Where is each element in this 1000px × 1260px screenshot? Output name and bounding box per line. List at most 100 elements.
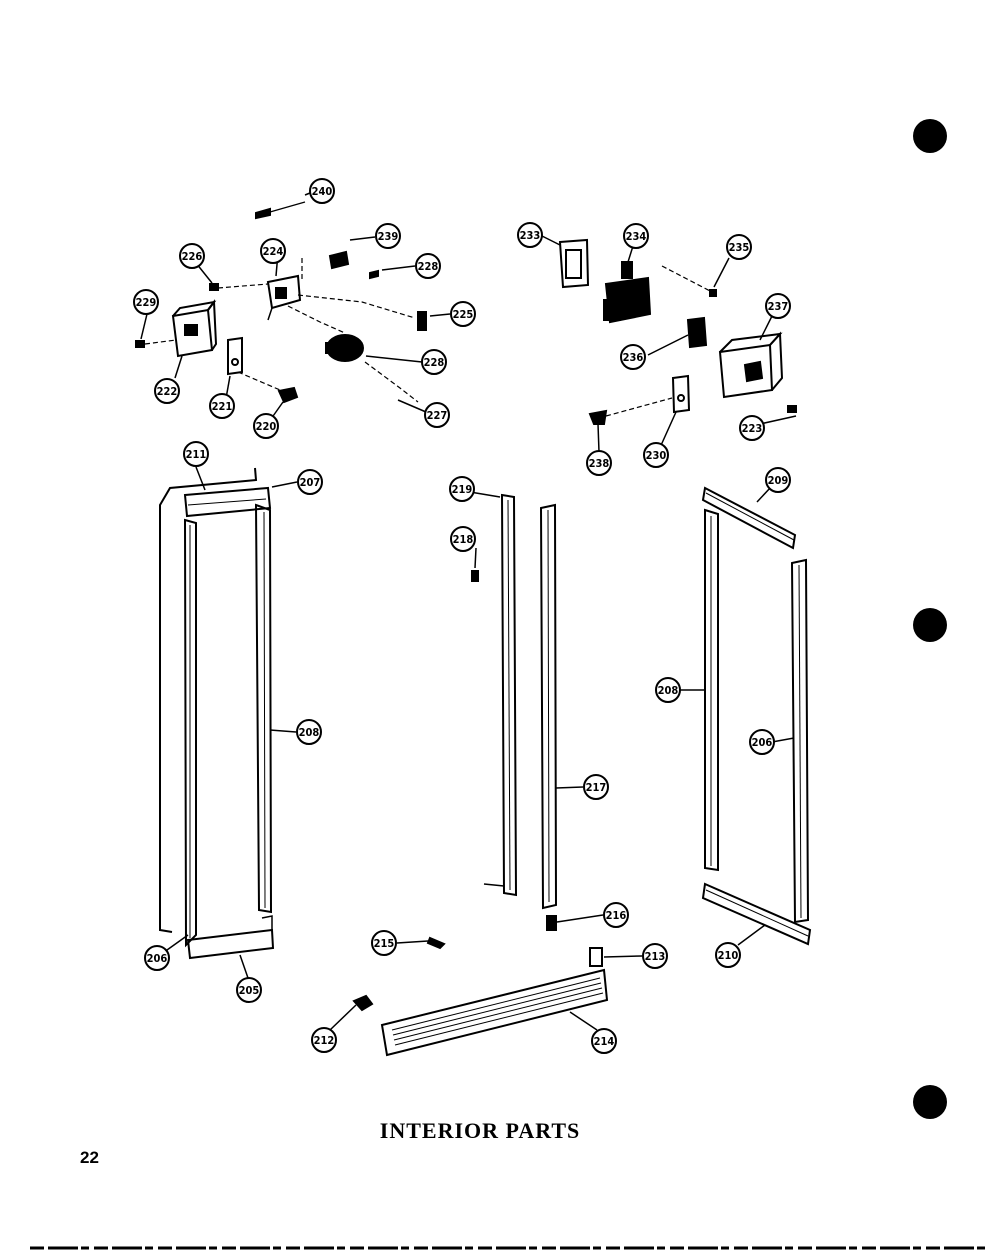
svg-text:210: 210 (718, 949, 739, 962)
part-218-screw (471, 570, 479, 582)
part-235-screw (709, 289, 717, 297)
svg-text:209: 209 (768, 474, 789, 487)
callout-209: 209 (765, 467, 791, 493)
binder-hole-bottom (913, 1085, 947, 1119)
svg-text:214: 214 (594, 1035, 615, 1048)
page-title: INTERIOR PARTS (379, 1118, 581, 1143)
svg-text:211: 211 (186, 448, 207, 461)
svg-text:206: 206 (147, 952, 168, 965)
callout-218: 218 (450, 526, 476, 552)
callout-229: 229 (133, 289, 159, 315)
callout-212: 212 (311, 1027, 337, 1053)
svg-text:224: 224 (263, 245, 284, 258)
part-219-strip (500, 493, 518, 897)
callout-214: 214 (591, 1028, 617, 1054)
part-229-screw (135, 340, 145, 348)
callout-228-top: 228 (415, 253, 441, 279)
svg-text:212: 212 (314, 1034, 335, 1047)
callout-228-bottom: 228 (421, 349, 447, 375)
svg-text:230: 230 (646, 449, 667, 462)
callout-216: 216 (603, 902, 629, 928)
callout-217: 217 (583, 774, 609, 800)
svg-text:223: 223 (742, 422, 763, 435)
part-207-top-rail (183, 486, 272, 518)
right-control-assembly (558, 238, 797, 425)
svg-text:217: 217 (586, 781, 607, 794)
callout-221: 221 (209, 393, 235, 419)
callout-227: 227 (424, 402, 450, 428)
part-221-plate (227, 336, 243, 376)
part-206-right-post (790, 558, 810, 924)
svg-text:228: 228 (424, 356, 445, 369)
part-227-thermostat (325, 334, 364, 362)
part-239-spring (328, 250, 350, 270)
part-209-top-rail (701, 486, 797, 550)
svg-text:240: 240 (312, 185, 333, 198)
svg-text:239: 239 (378, 230, 399, 243)
part-236-bracket (686, 316, 708, 349)
part-212-clip (352, 994, 374, 1012)
left-frame-assembly (159, 467, 275, 960)
svg-text:221: 221 (212, 400, 233, 413)
callout-207: 207 (297, 469, 323, 495)
callout-226: 226 (179, 243, 205, 269)
part-205-bottom-rail (186, 928, 275, 960)
callout-208-left: 208 (296, 719, 322, 745)
part-226-screw (209, 283, 219, 291)
right-frame-assembly (701, 486, 812, 946)
callout-206-left: 206 (144, 945, 170, 971)
binder-holes (913, 119, 947, 1119)
callout-206-right: 206 (749, 729, 775, 755)
svg-text:208: 208 (299, 726, 320, 739)
binder-hole-top (913, 119, 947, 153)
callout-234: 234 (623, 223, 649, 249)
callout-223: 223 (739, 415, 765, 441)
callout-236: 236 (620, 344, 646, 370)
part-234-switch (603, 261, 652, 324)
part-224-bracket (266, 274, 302, 321)
callout-211: 211 (183, 441, 209, 467)
svg-text:208: 208 (658, 684, 679, 697)
callout-237: 237 (765, 293, 791, 319)
svg-text:206: 206 (752, 736, 773, 749)
callout-240: 240 (309, 178, 335, 204)
svg-text:227: 227 (427, 409, 448, 422)
part-215-screw (426, 936, 446, 950)
part-237-control-box (718, 331, 784, 399)
callout-219: 219 (449, 476, 475, 502)
part-240-screw (255, 207, 271, 220)
part-213-block (589, 947, 603, 967)
svg-text:233: 233 (520, 229, 541, 242)
callout-205: 205 (236, 977, 262, 1003)
callout-233: 233 (517, 222, 543, 248)
svg-text:234: 234 (626, 230, 647, 243)
svg-text:226: 226 (182, 250, 203, 263)
svg-text:218: 218 (453, 533, 474, 546)
svg-text:222: 222 (157, 385, 178, 398)
callout-220: 220 (253, 413, 279, 439)
binder-hole-middle (913, 608, 947, 642)
leader-lines (140, 192, 797, 1031)
callout-215: 215 (371, 930, 397, 956)
left-control-assembly (135, 201, 427, 404)
part-217-strip (539, 503, 558, 910)
callout-208-right: 208 (655, 677, 681, 703)
part-208-right-left-post (704, 508, 719, 872)
callout-225: 225 (450, 301, 476, 327)
part-220-clip (277, 386, 299, 404)
svg-text:229: 229 (136, 296, 157, 309)
part-214-grille (380, 968, 609, 1057)
part-238-clip (588, 409, 608, 425)
callout-224: 224 (260, 238, 286, 264)
svg-text:220: 220 (256, 420, 277, 433)
part-222-control-box (171, 299, 218, 358)
part-228-screw (369, 269, 379, 280)
part-206-left-post (183, 518, 197, 948)
svg-text:207: 207 (300, 476, 321, 489)
callout-238: 238 (586, 450, 612, 476)
svg-text:205: 205 (239, 984, 260, 997)
center-mullion-assembly (352, 493, 609, 1057)
part-223-screw (787, 405, 797, 413)
page-number: 22 (80, 1148, 99, 1167)
